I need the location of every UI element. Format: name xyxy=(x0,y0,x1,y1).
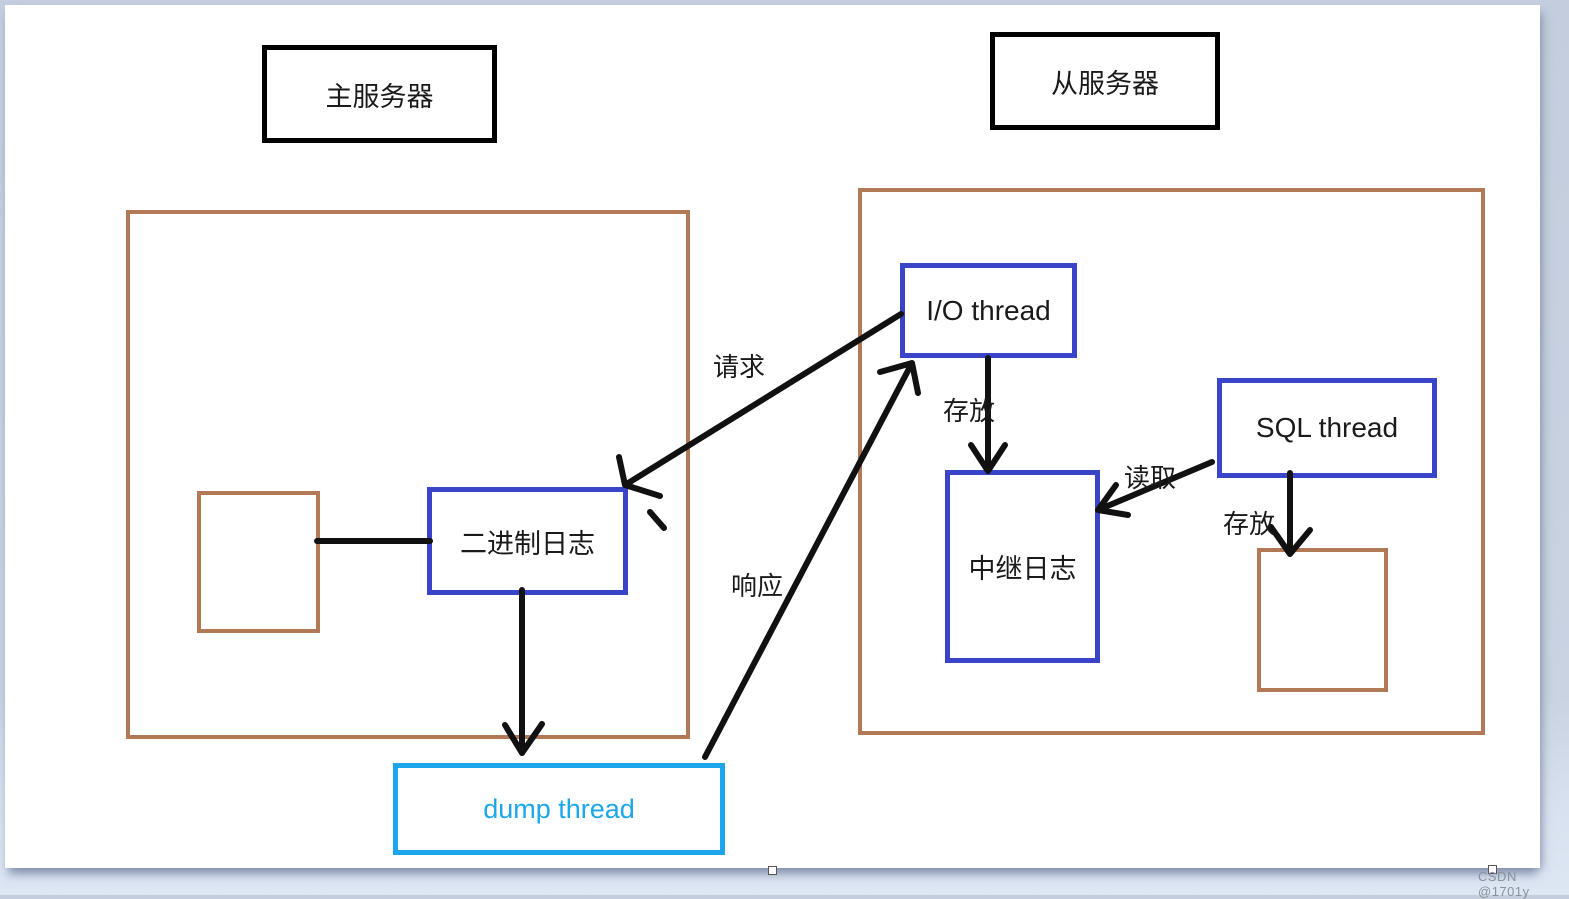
relay-log-node: 中继日志 xyxy=(945,470,1100,663)
sql-thread-label: SQL thread xyxy=(1255,412,1399,443)
master-server-title-box: 主服务器 xyxy=(262,45,497,143)
dump-thread-node: dump thread xyxy=(393,763,725,855)
io-thread-node: I/O thread xyxy=(900,263,1077,358)
binlog-label: 二进制日志 xyxy=(460,528,595,559)
request-label: 请求 xyxy=(713,352,766,382)
master-data-box xyxy=(197,491,320,633)
io-thread-label: I/O thread xyxy=(926,294,1051,326)
resize-handle-bottom-center[interactable] xyxy=(768,866,777,875)
drawing-canvas: 主服务器 从服务器 二进制日志 dump thread I/O thread S… xyxy=(5,5,1540,868)
master-server-label: 主服务器 xyxy=(325,81,434,112)
dump-thread-label: dump thread xyxy=(483,793,635,824)
resize-handle-bottom-right[interactable] xyxy=(1488,865,1497,874)
response-label: 响应 xyxy=(731,571,784,601)
read-label: 读取 xyxy=(1124,463,1177,493)
slave-server-title-box: 从服务器 xyxy=(990,32,1220,130)
relay-log-label: 中继日志 xyxy=(968,554,1077,584)
store-io-label: 存放 xyxy=(943,396,996,426)
slave-data-box xyxy=(1257,548,1388,692)
slave-server-label: 从服务器 xyxy=(1051,68,1159,99)
store-sql-label: 存放 xyxy=(1223,509,1276,539)
sql-thread-node: SQL thread xyxy=(1217,378,1437,478)
binlog-node: 二进制日志 xyxy=(427,487,628,595)
master-server-group-box xyxy=(126,210,690,739)
